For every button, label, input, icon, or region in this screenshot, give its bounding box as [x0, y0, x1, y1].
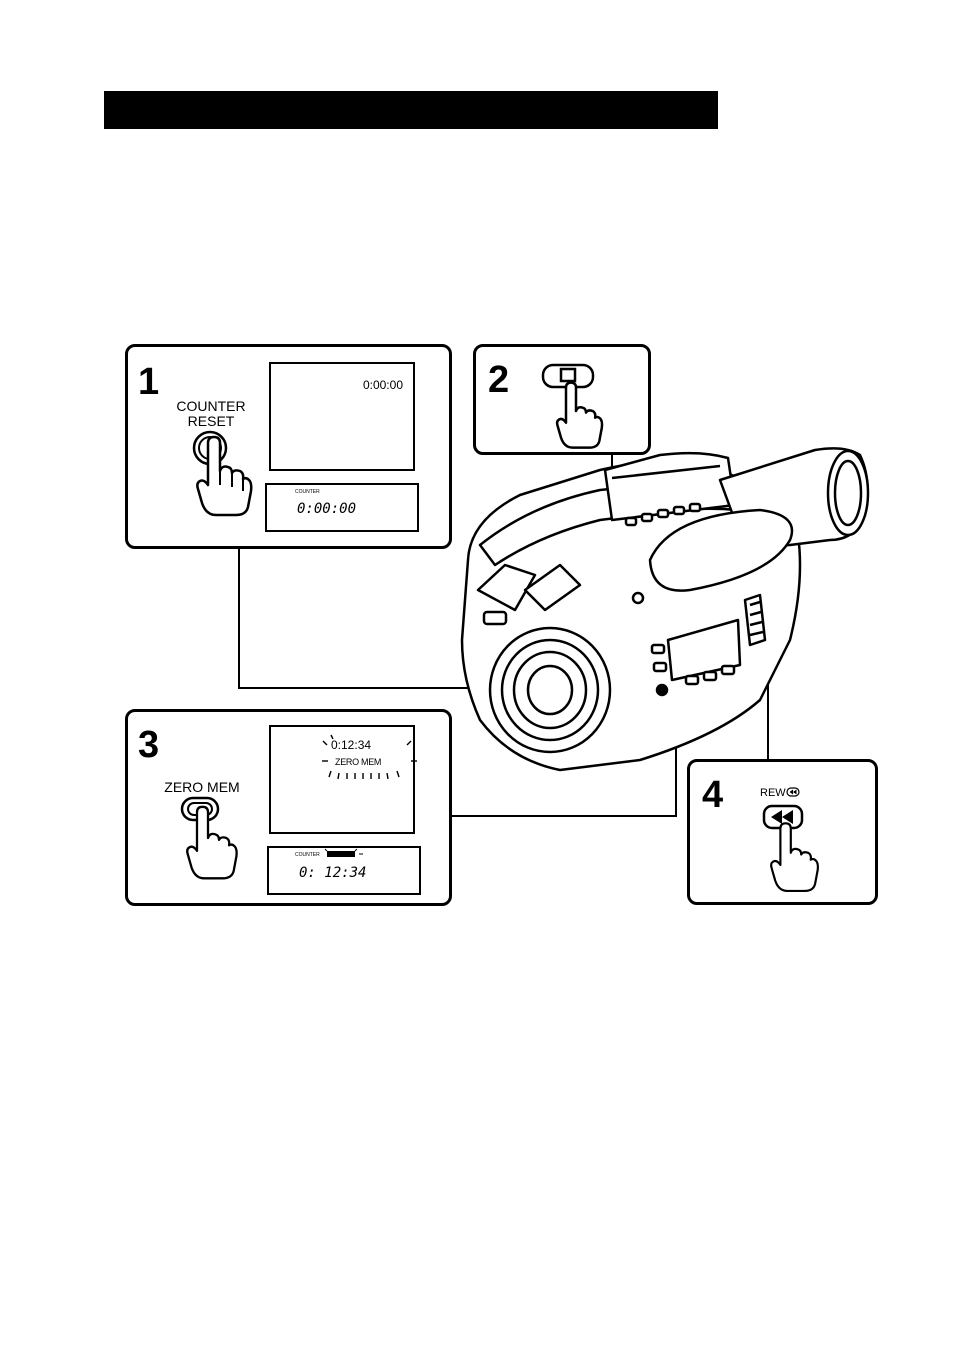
step-3-panel: 3 ZERO MEM 0:12:34 ZERO MEM COUNTER: [125, 709, 452, 906]
lcd-panel-3: COUNTER 0: 12:34: [267, 846, 421, 895]
lcd-counter-3: 0: 12:34: [299, 865, 366, 881]
viewfinder-screen-3: 0:12:34 ZERO MEM: [269, 725, 415, 834]
viewfinder-screen-1: 0:00:00: [269, 362, 415, 471]
step-4-number: 4: [702, 776, 722, 814]
lcd-counter-1: 0:00:00: [297, 501, 356, 517]
screen-counter-1: 0:00:00: [363, 378, 403, 392]
rewind-symbol-icon: [786, 787, 800, 797]
step-4-panel: 4 REW: [687, 759, 878, 905]
step-1-panel: 1 COUNTER RESET 0:00:00 COUNTER 0:00:00: [125, 344, 452, 549]
hand-pointer-icon: [196, 437, 256, 517]
rew-label: REW: [760, 786, 800, 801]
zero-mem-label: ZERO MEM: [154, 780, 250, 795]
step-1-number: 1: [138, 363, 158, 401]
hand-pointer-icon: [770, 822, 822, 894]
lcd-zero-mem-blink: [325, 848, 365, 860]
hand-pointer-icon: [556, 381, 606, 451]
lcd-panel-1: COUNTER 0:00:00: [265, 483, 419, 532]
step-3-number: 3: [138, 726, 158, 764]
step-2-number: 2: [488, 361, 508, 399]
blink-marks: [319, 731, 419, 786]
counter-reset-label: COUNTER RESET: [166, 399, 256, 429]
lcd-counter-tag-1: COUNTER: [295, 489, 320, 495]
step-2-panel: 2: [473, 344, 651, 455]
lcd-counter-tag-3: COUNTER: [295, 852, 320, 858]
hand-pointer-icon: [186, 806, 241, 881]
